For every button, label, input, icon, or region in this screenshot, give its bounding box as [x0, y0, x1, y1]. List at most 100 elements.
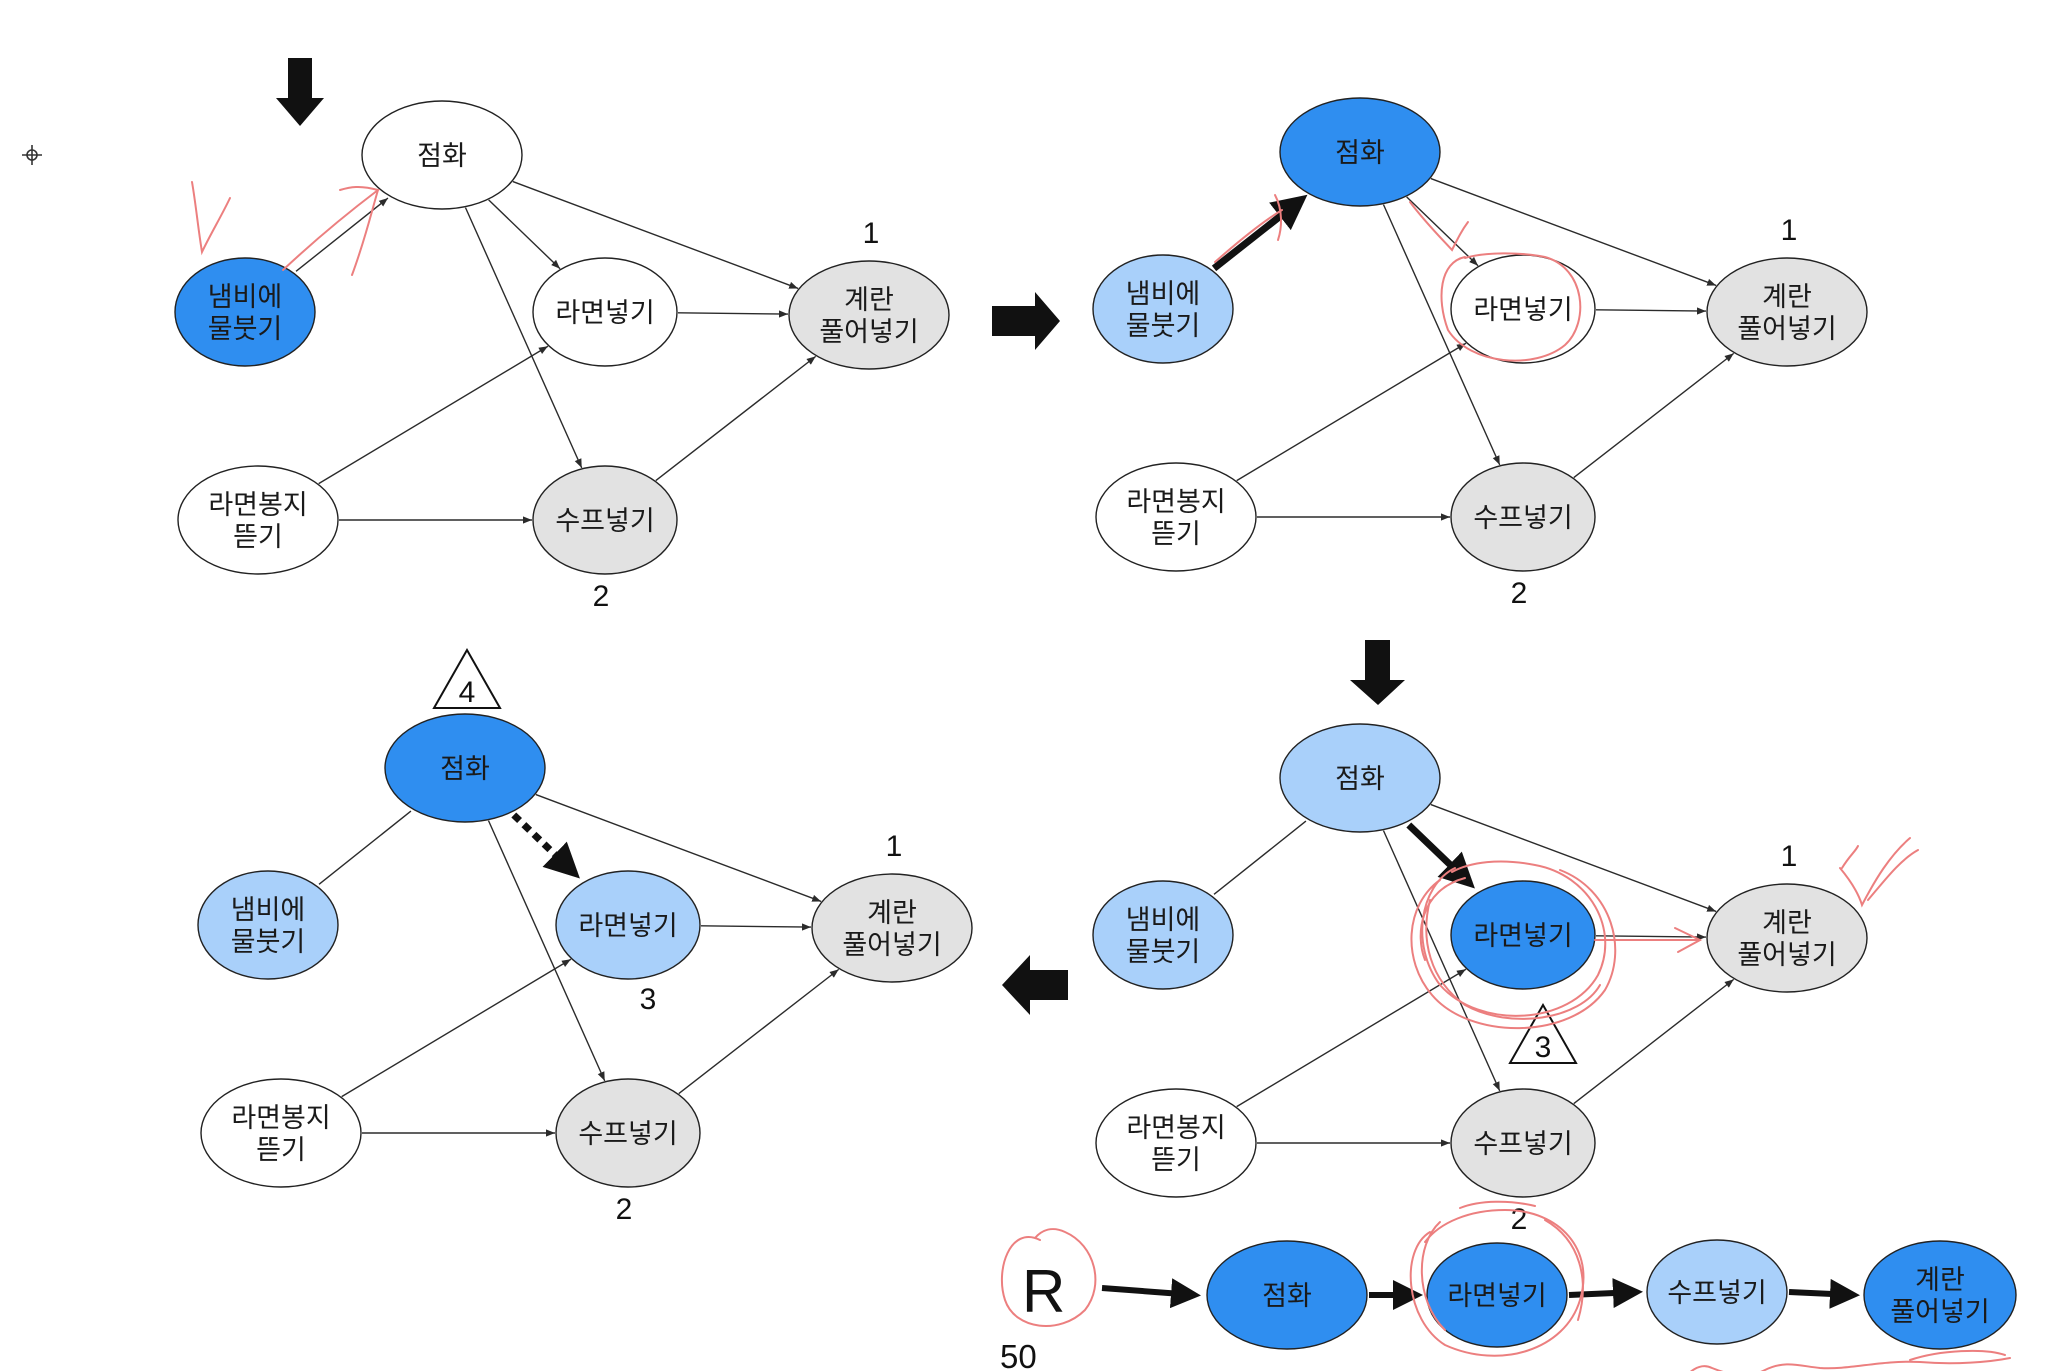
- node-ignite-label: 점화: [440, 754, 490, 785]
- dashed-edge-ignite-ramen: [511, 812, 580, 879]
- sequence-node-shape: [1426, 1242, 1568, 1348]
- node-ignite-shape: [1279, 723, 1441, 833]
- active-edge-ignite-ramen: [1406, 822, 1475, 889]
- sequence-node-3: 수프넣기: [1646, 1239, 1788, 1345]
- node-soup: 수프넣기: [1450, 1088, 1596, 1198]
- node-pot-label: 물붓기: [1126, 311, 1201, 342]
- crosshair-icon: [22, 145, 42, 165]
- edge-soup-egg: [1573, 352, 1735, 479]
- node-egg-label: 계란: [867, 898, 917, 929]
- node-egg-shape: [1706, 257, 1868, 367]
- node-ignite: 점화: [1279, 723, 1441, 833]
- right-arrow-icon: [992, 292, 1060, 350]
- egg-order-number: 1: [863, 217, 880, 250]
- node-ignite: 점화: [361, 100, 523, 210]
- ignite-triangle-marker: 4: [432, 647, 502, 709]
- node-ignite: 점화: [384, 713, 546, 823]
- node-pot-shape: [174, 257, 316, 367]
- node-ignite: 점화: [1279, 97, 1441, 207]
- node-egg-label: 계란: [1762, 908, 1812, 939]
- node-pot-label: 물붓기: [208, 314, 283, 345]
- edge-ignite-egg: [512, 180, 799, 290]
- node-soup: 수프넣기: [1450, 462, 1596, 572]
- node-ramen-shape: [1450, 880, 1596, 990]
- node-egg-shape: [811, 873, 973, 983]
- node-egg-shape: [1706, 883, 1868, 993]
- node-ramen-shape: [555, 870, 701, 980]
- edge-pot-ignite: [295, 197, 389, 272]
- node-open-label: 뜯기: [233, 522, 283, 553]
- edge-ignite-egg: [535, 793, 822, 903]
- node-ignite-label: 점화: [1335, 764, 1385, 795]
- sequence-node-label: 계란: [1915, 1265, 1965, 1296]
- node-pot-shape: [1092, 254, 1234, 364]
- egg-order-number: 1: [1781, 214, 1798, 247]
- node-open-label: 뜯기: [256, 1135, 306, 1166]
- node-ramen-label: 라면넣기: [1473, 921, 1572, 952]
- node-soup: 수프넣기: [555, 1078, 701, 1188]
- node-soup-shape: [532, 465, 678, 575]
- node-soup-shape: [555, 1078, 701, 1188]
- edge-ignite-egg: [1430, 177, 1717, 287]
- sequence-node-2: 라면넣기: [1426, 1242, 1568, 1348]
- node-ramen: 라면넣기: [1450, 254, 1596, 364]
- page-number: 50: [1000, 1338, 1037, 1371]
- node-ramen-shape: [532, 257, 678, 367]
- handwritten-annotations: [191, 181, 2011, 1371]
- node-soup-label: 수프넣기: [578, 1119, 677, 1150]
- down-arrow-start-icon: [276, 58, 324, 126]
- node-open-label: 라면봉지: [1126, 487, 1225, 518]
- node-pot-label: 냄비에: [1126, 905, 1201, 936]
- node-open-label: 뜯기: [1151, 1145, 1201, 1176]
- node-pot-label: 냄비에: [1126, 279, 1201, 310]
- node-ramen: 라면넣기: [555, 870, 701, 980]
- node-egg-label: 풀어넣기: [1737, 314, 1836, 345]
- down-arrow-icon: [1350, 640, 1405, 705]
- sequence-node-shape: [1863, 1240, 2017, 1350]
- soup-order-number: 2: [616, 1193, 633, 1226]
- sequence-arrow-2: [1568, 1278, 1643, 1309]
- sequence-arrow-3: [1788, 1278, 1860, 1309]
- edge-ignite-ramen: [1406, 196, 1479, 267]
- edge-ignite-soup: [1382, 830, 1501, 1092]
- node-pot-label: 물붓기: [231, 927, 306, 958]
- node-ramen-label: 라면넣기: [578, 911, 677, 942]
- node-ignite-label: 점화: [417, 141, 467, 172]
- node-ignite-shape: [384, 713, 546, 823]
- egg-order-number: 1: [886, 830, 903, 863]
- active-edge-pot-ignite: [1211, 194, 1308, 272]
- sequence-node-label: 수프넣기: [1667, 1278, 1766, 1309]
- edge-ramen-egg: [700, 923, 812, 931]
- node-soup-shape: [1450, 1088, 1596, 1198]
- node-soup-label: 수프넣기: [1473, 503, 1572, 534]
- node-open-shape: [1095, 1088, 1257, 1198]
- node-ramen-label: 라면넣기: [555, 298, 654, 329]
- edge-ignite-ramen: [488, 199, 561, 270]
- sequence-node-shape: [1206, 1240, 1368, 1350]
- node-pot-shape: [197, 870, 339, 980]
- node-egg-label: 계란: [844, 285, 894, 316]
- soup-order-number: 2: [593, 580, 610, 613]
- soup-order-number: 2: [1511, 1203, 1528, 1236]
- node-pot-label: 물붓기: [1126, 937, 1201, 968]
- start-marker-r: R: [1022, 1258, 1065, 1325]
- node-pot-label: 냄비에: [231, 895, 306, 926]
- node-ignite-shape: [361, 100, 523, 210]
- node-open-label: 라면봉지: [231, 1103, 330, 1134]
- edge-ignite-egg: [1430, 803, 1717, 913]
- node-soup-label: 수프넣기: [555, 506, 654, 537]
- ramen-triangle-marker-number: 3: [1535, 1031, 1552, 1064]
- node-open-label: 라면봉지: [208, 490, 307, 521]
- ignite-triangle-marker-number: 4: [459, 676, 476, 709]
- edge-ignite-soup: [464, 207, 583, 469]
- node-open-label: 라면봉지: [1126, 1113, 1225, 1144]
